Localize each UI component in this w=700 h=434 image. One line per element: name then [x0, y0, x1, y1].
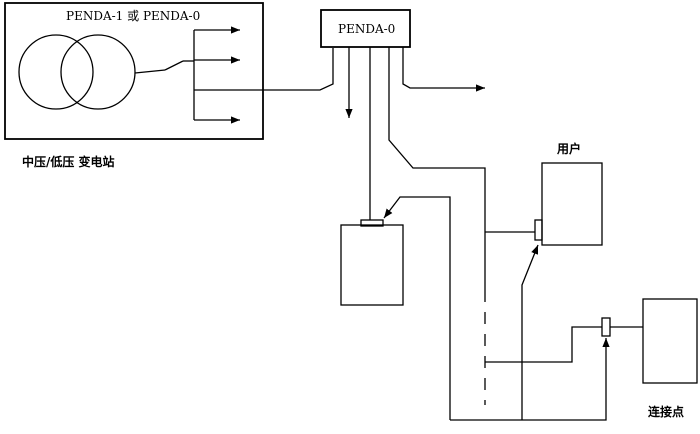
- transformer-secondary-coil: [60, 34, 136, 110]
- penda-box: [320, 9, 411, 48]
- substation-caption: 中压/低压 变电站: [22, 155, 115, 169]
- transformer-primary-coil: [18, 34, 94, 110]
- penda-to-user-line: [388, 47, 486, 290]
- connection-point-connector: [601, 317, 611, 337]
- meter-box: [340, 224, 404, 306]
- meter-return-arrow: [383, 196, 451, 420]
- switch-blade: [164, 60, 184, 71]
- connection-point-return-arrow: [450, 338, 610, 421]
- connection-point-label: 连接点: [648, 405, 685, 419]
- main-feeder-line: [194, 48, 334, 91]
- connection-point-tap-line: [485, 326, 602, 363]
- substation-box: [4, 2, 264, 140]
- user-box: [541, 162, 603, 246]
- substation-mode-label: PENDA-1 或 PENDA-0: [66, 9, 201, 23]
- connection-point-box: [642, 298, 698, 384]
- penda-right-arrow: [402, 47, 485, 92]
- penda-box-label: PENDA-0: [338, 22, 396, 36]
- user-connector: [534, 219, 543, 241]
- user-return-arrow: [521, 244, 539, 420]
- transformer-output-line: [134, 69, 166, 74]
- user-label: 用户: [557, 142, 582, 156]
- meter-connector: [360, 219, 384, 227]
